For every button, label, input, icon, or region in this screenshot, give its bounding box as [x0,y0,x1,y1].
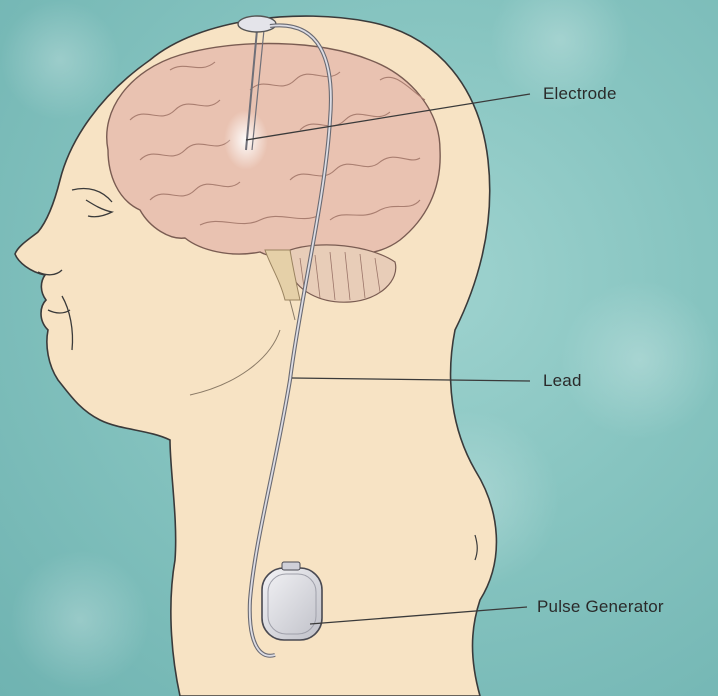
pulse-generator [262,562,322,640]
electrode-label: Electrode [543,84,617,104]
lead-label: Lead [543,371,582,391]
pulse-generator-label: Pulse Generator [537,597,664,617]
